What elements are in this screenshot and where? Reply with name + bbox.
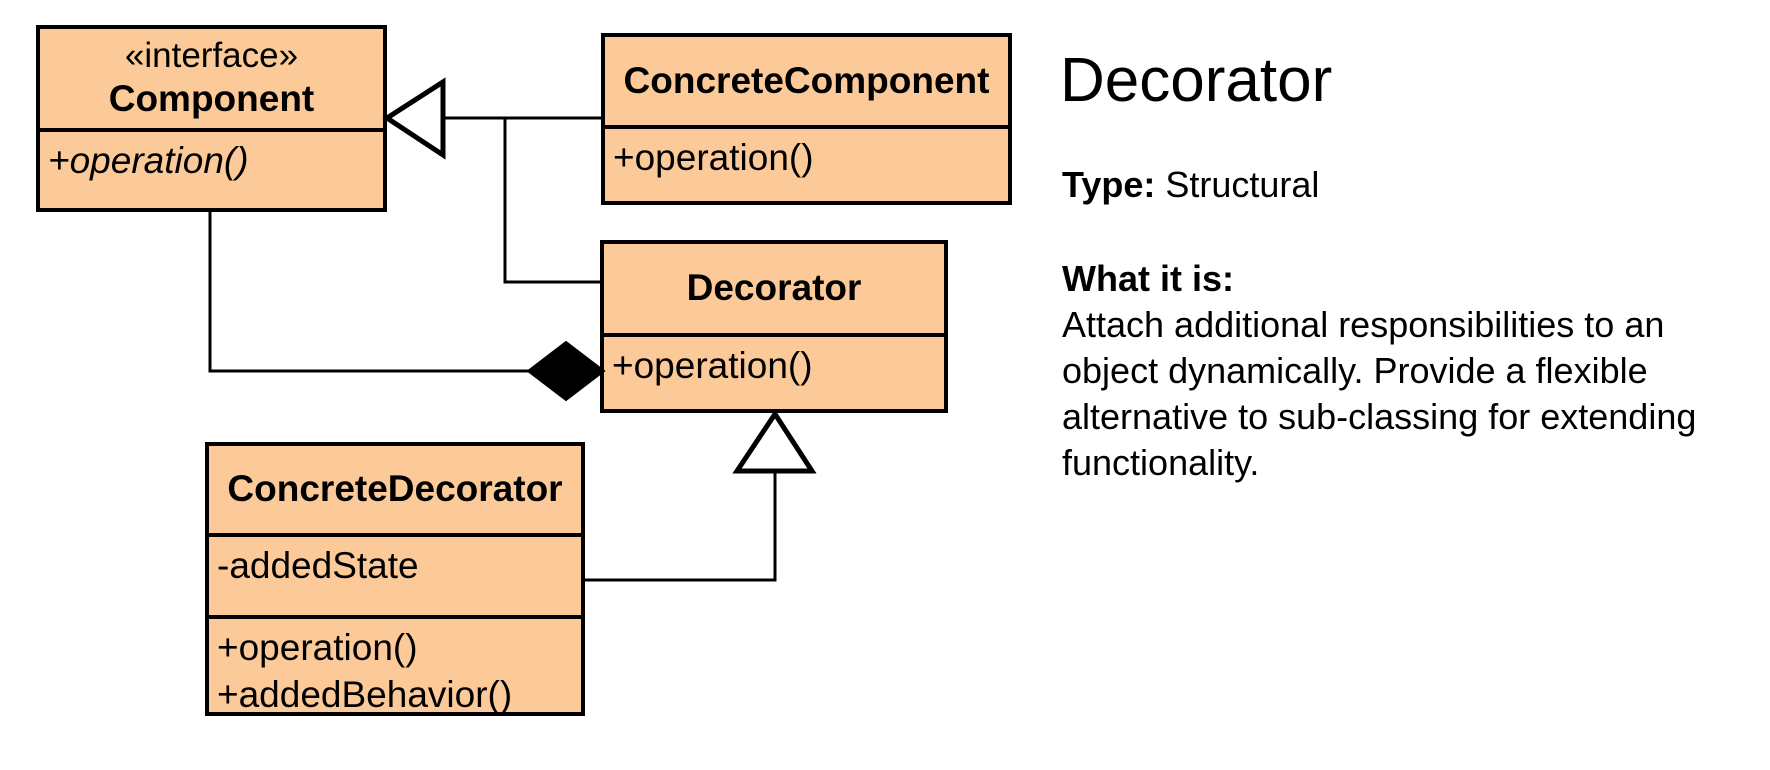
realization-line-decorator — [503, 118, 600, 284]
hollow-triangle-arrowhead-icon — [732, 409, 817, 474]
pattern-type-line: Type: Structural — [1062, 164, 1319, 206]
filled-diamond-icon — [526, 340, 606, 402]
description-line: alternative to sub-classing for extendin… — [1062, 396, 1697, 437]
decorator-methods-compartment: +operation() — [604, 333, 944, 389]
component-stereotype: «interface» — [124, 36, 299, 76]
uml-class-component: «interface» Component +operation() — [36, 25, 387, 212]
decorator-method-operation: +operation() — [612, 345, 813, 386]
concrete-decorator-method-operation: +operation() — [217, 627, 418, 668]
component-title-compartment: «interface» Component — [40, 29, 383, 128]
uml-class-concrete-decorator: ConcreteDecorator -addedState +operation… — [205, 442, 585, 716]
concrete-decorator-attributes-compartment: -addedState — [209, 533, 581, 615]
uml-class-concrete-component: ConcreteComponent +operation() — [601, 33, 1012, 205]
concrete-decorator-methods-compartment: +operation() +addedBehavior() — [209, 615, 581, 718]
concrete-decorator-attribute-addedstate: -addedState — [217, 545, 419, 586]
concrete-decorator-title-compartment: ConcreteDecorator — [209, 446, 581, 533]
description-line: Attach additional responsibilities to an — [1062, 304, 1665, 345]
what-it-is-heading: What it is: — [1062, 258, 1234, 299]
pattern-type-value: Structural — [1165, 164, 1320, 205]
concrete-component-class-name: ConcreteComponent — [623, 59, 990, 101]
concrete-component-methods-compartment: +operation() — [605, 125, 1008, 181]
uml-class-decorator: Decorator +operation() — [600, 240, 948, 413]
description-line: functionality. — [1062, 442, 1260, 483]
component-class-name: Component — [108, 78, 315, 120]
concrete-component-method-operation: +operation() — [613, 137, 814, 178]
generalization-line-concrete-decorator — [585, 471, 777, 582]
pattern-title: Decorator — [1060, 46, 1333, 115]
component-methods-compartment: +operation() — [40, 128, 383, 184]
hollow-triangle-arrowhead-icon — [382, 77, 446, 160]
concrete-component-title-compartment: ConcreteComponent — [605, 37, 1008, 125]
concrete-decorator-class-name: ConcreteDecorator — [227, 468, 563, 510]
pattern-description-block: What it is: Attach additional responsibi… — [1062, 256, 1696, 486]
decorator-class-name: Decorator — [686, 267, 862, 309]
pattern-type-label: Type: — [1062, 164, 1156, 205]
decorator-title-compartment: Decorator — [604, 244, 944, 333]
component-method-operation: +operation() — [48, 140, 249, 181]
concrete-decorator-method-addedbehavior: +addedBehavior() — [217, 674, 513, 715]
description-line: object dynamically. Provide a flexible — [1062, 350, 1648, 391]
composition-line — [208, 212, 535, 373]
